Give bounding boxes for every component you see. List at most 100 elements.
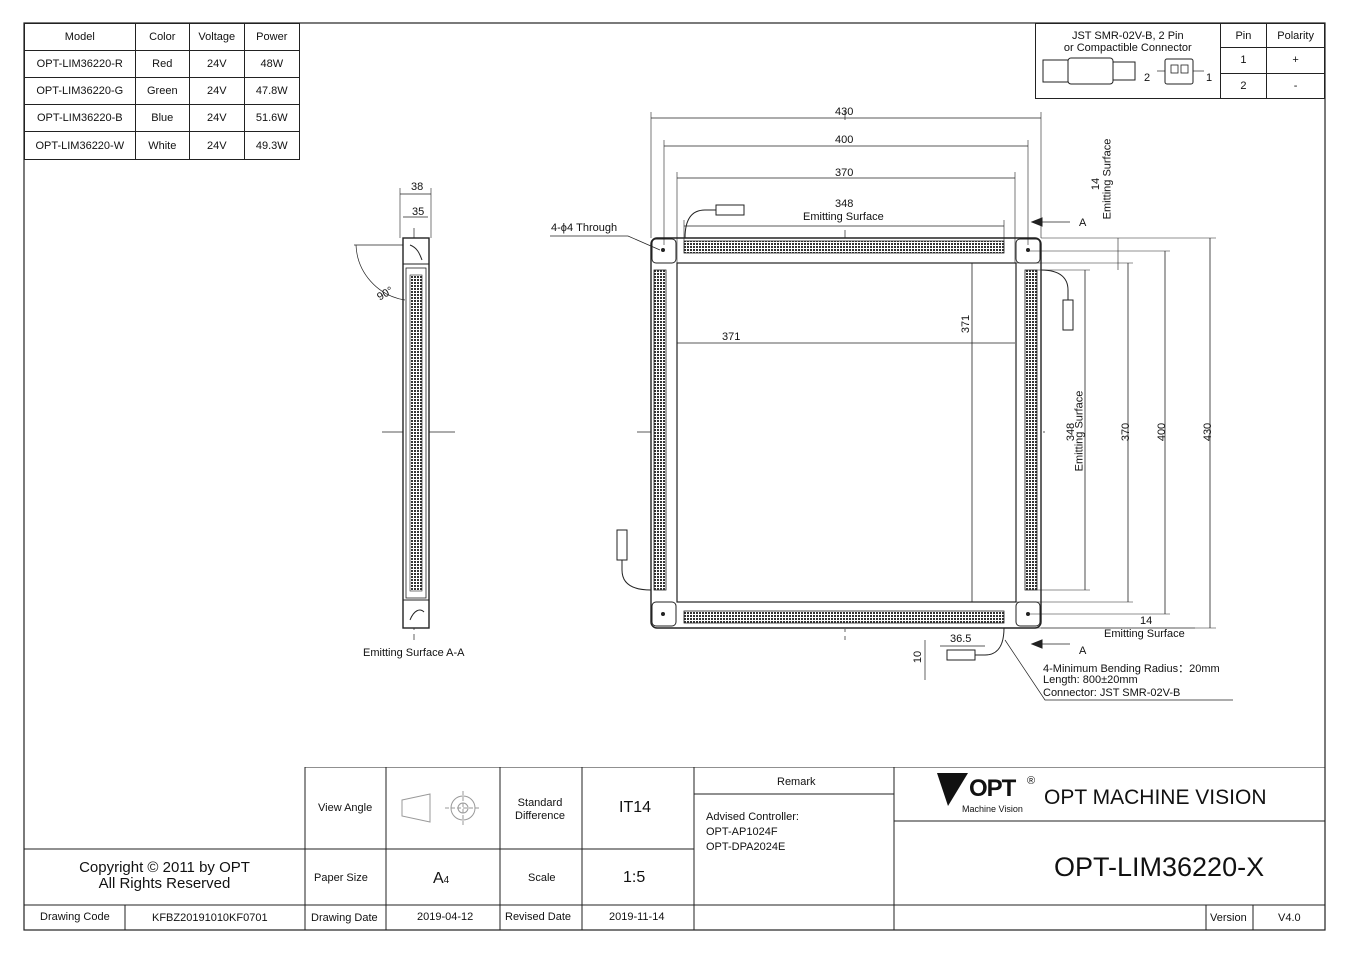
remark-header: Remark xyxy=(777,776,816,788)
table-cell: Red xyxy=(134,50,190,78)
cable-connector-icon xyxy=(1062,299,1074,331)
table-row: OPT-LIM36220-B Blue 24V 51.6W xyxy=(24,104,301,132)
connector-title-2: or Compactible Connector xyxy=(1063,42,1192,54)
drawing-date-label: Drawing Date xyxy=(311,912,378,924)
logo-opt: OPT xyxy=(969,775,1016,802)
table-cell: 49.3W xyxy=(243,131,301,160)
table-cell: 24V xyxy=(188,50,245,78)
led-strip-bottom xyxy=(683,610,1005,624)
polarity-header: Polarity xyxy=(1266,22,1325,49)
table-row: OPT-LIM36220-W White 24V 49.3W xyxy=(24,131,301,160)
emitting-surface-bottom: Emitting Surface xyxy=(1104,628,1185,640)
company-name: OPT MACHINE VISION xyxy=(1044,786,1267,809)
emitting-surface-right: Emitting Surface xyxy=(1073,390,1086,472)
table-cell: 24V xyxy=(188,131,245,160)
table-row: OPT-LIM36220-R Red 24V 48W xyxy=(24,50,301,78)
cable-bend-icon xyxy=(409,244,423,261)
table-cell: Green xyxy=(134,77,190,105)
table-cell: OPT-LIM36220-B xyxy=(24,104,136,132)
connector-pin-labels: 2 1 xyxy=(1036,54,1220,98)
led-strip-top xyxy=(683,240,1005,254)
controller-2: OPT-DPA2024E xyxy=(706,841,786,853)
copyright-line1: Copyright © 2011 by OPT xyxy=(79,859,250,876)
dim-348-top: 348 xyxy=(835,198,854,210)
table-row: 2 - xyxy=(1036,72,1325,100)
emitting-surface-right-top: Emitting Surface xyxy=(1101,138,1114,220)
spec-header-power: Power xyxy=(243,23,301,51)
spec-header-voltage: Voltage xyxy=(188,23,245,51)
copyright-line2: All Rights Reserved xyxy=(98,875,231,892)
dim-14-top: 14 xyxy=(1090,177,1103,191)
revised-date-label: Revised Date xyxy=(505,911,572,923)
dim-10: 10 xyxy=(912,650,925,664)
dim-371-horizontal: 371 xyxy=(722,331,741,343)
model-code: OPT-LIM36220-X xyxy=(1054,852,1265,882)
title-block: View Angle Standard Difference IT14 Rema… xyxy=(24,767,1325,930)
drawing-date-value: 2019-04-12 xyxy=(417,911,474,923)
pin-label-1: 1 xyxy=(1206,72,1213,84)
controller-notes: Advised Controller: OPT-AP1024F OPT-DPA2… xyxy=(706,810,799,855)
logo-registered: ® xyxy=(1027,775,1036,787)
dim-430-top: 430 xyxy=(835,106,854,118)
led-strip-right xyxy=(1024,269,1038,591)
pin-header: Pin xyxy=(1219,22,1268,49)
dim-14-bottom: 14 xyxy=(1140,615,1153,627)
table-cell: 24V xyxy=(188,104,245,132)
table-row: OPT-LIM36220-G Green 24V 47.8W xyxy=(24,77,301,105)
spec-header-model: Model xyxy=(24,23,136,51)
table-cell: Blue xyxy=(134,104,190,132)
table-cell: 1 xyxy=(1219,47,1268,74)
table-cell: OPT-LIM36220-G xyxy=(24,77,136,105)
dim-400-top: 400 xyxy=(835,134,854,146)
table-cell: White xyxy=(134,131,190,160)
side-led-strip xyxy=(409,274,423,592)
scale-value: 1:5 xyxy=(623,869,646,886)
table-cell: + xyxy=(1266,47,1325,74)
cable-connector-icon xyxy=(946,649,976,661)
connector-title-1: JST SMR-02V-B, 2 Pin xyxy=(1071,30,1184,42)
table-cell: 48W xyxy=(243,50,301,78)
paper-size-value: A4 xyxy=(433,870,449,888)
view-angle-label: View Angle xyxy=(318,802,373,814)
paper-size-letter: A xyxy=(433,870,444,887)
note-connector: Connector: JST SMR-02V-B xyxy=(1043,687,1181,699)
logo-subtitle: Machine Vision xyxy=(962,804,1023,814)
title-block-grid xyxy=(24,767,1325,930)
tolerance-value: IT14 xyxy=(619,799,652,816)
opt-logo-icon xyxy=(937,773,968,806)
through-hole-label: 4-ϕ4 Through xyxy=(551,222,618,234)
front-view xyxy=(550,110,1233,701)
cable-bend-icon xyxy=(409,609,425,621)
version-value: V4.0 xyxy=(1278,912,1301,924)
dim-371-vertical: 371 xyxy=(960,314,973,334)
mount-hole-icon xyxy=(1026,248,1030,252)
table-cell: 24V xyxy=(188,77,245,105)
dim-370-top: 370 xyxy=(835,167,854,179)
table-cell: OPT-LIM36220-R xyxy=(24,50,136,78)
dim-36-5: 36.5 xyxy=(950,633,972,645)
standard-difference-line1: Standard xyxy=(517,797,563,809)
table-cell: 47.8W xyxy=(243,77,301,105)
cable-connector-icon xyxy=(616,529,628,561)
pin-label-2: 2 xyxy=(1144,72,1151,84)
revised-date-value: 2019-11-14 xyxy=(609,911,665,923)
dim-400-right: 400 xyxy=(1156,422,1169,442)
advised-controller-label: Advised Controller: xyxy=(706,811,799,823)
side-view xyxy=(354,188,455,640)
table-cell: - xyxy=(1266,72,1325,100)
led-strip-left xyxy=(653,269,667,591)
spec-header-color: Color xyxy=(134,23,190,51)
mount-hole-icon xyxy=(661,248,665,252)
table-cell: 2 xyxy=(1219,72,1268,100)
dim-370-right: 370 xyxy=(1120,422,1133,442)
mount-hole-icon xyxy=(661,612,665,616)
dim-430-right: 430 xyxy=(1202,422,1215,442)
drawing-code-label: Drawing Code xyxy=(40,911,110,923)
controller-1: OPT-AP1024F xyxy=(706,826,778,838)
sheet-border xyxy=(23,22,1326,931)
section-a-bottom: A xyxy=(1079,645,1087,657)
paper-size-number: 4 xyxy=(443,875,450,886)
side-dim-38: 38 xyxy=(411,181,424,193)
